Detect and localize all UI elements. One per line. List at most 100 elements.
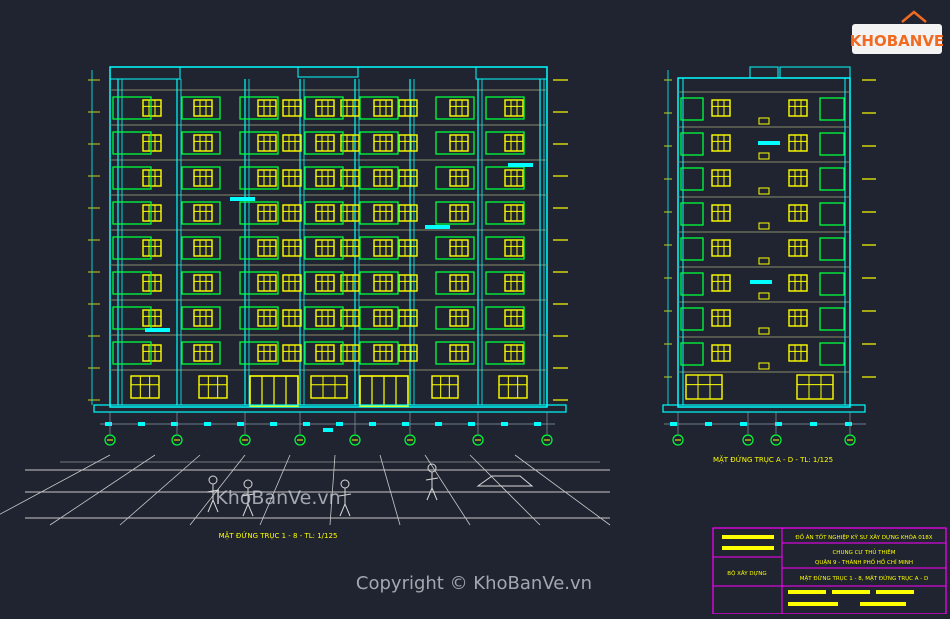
perspective-ray [259,454,291,526]
front-window [193,309,213,327]
front-window [504,309,524,327]
front-balcony [304,341,344,365]
front-balcony [304,166,344,190]
front-balcony [181,131,221,155]
side-plinth [662,404,866,413]
front-window [193,274,213,292]
front-window [257,169,277,187]
front-balcony [239,341,279,365]
front-balcony [435,96,475,120]
perspective-ray [424,454,471,526]
ground-window [498,375,528,399]
front-window [398,204,418,222]
side-vent [758,152,770,160]
front-window [315,169,335,187]
front-balcony [181,236,221,260]
front-balcony [359,96,399,120]
dimension-tick [171,422,178,426]
front-balcony [112,131,152,155]
front-window [282,239,302,257]
dimension-tick [138,422,145,426]
perspective-ray [0,454,111,515]
front-window [282,134,302,152]
side-balcony [819,272,845,296]
front-balcony [239,201,279,225]
front-balcony [181,341,221,365]
front-window [142,274,162,292]
front-balcony [239,236,279,260]
front-window [315,99,335,117]
side-ground-window [685,374,723,400]
person-figure [338,488,352,517]
side-vent [758,292,770,300]
side-window [788,204,808,222]
side-balcony [680,202,704,226]
side-ground-window [796,374,834,400]
side-vent [758,222,770,230]
dimension-tick [468,422,475,426]
front-balcony [239,131,279,155]
front-window [282,274,302,292]
dimension-tick [336,422,343,426]
front-window [504,344,524,362]
car-figure [476,475,534,487]
dimension-tick [810,422,817,426]
dimension-tick [775,422,782,426]
dimension-tick [845,422,852,426]
axis-bubble-C [770,434,782,446]
front-window [449,99,469,117]
front-balcony [485,341,525,365]
front-window [315,309,335,327]
front-balcony [435,306,475,330]
title-redacted-bar-5 [876,590,914,594]
side-elevation-caption: MẶT ĐỨNG TRỤC A - D - TL: 1/125 [713,455,833,464]
front-window [449,169,469,187]
front-roof-parapet-right [475,66,548,80]
side-windows [680,97,845,400]
axis-bubble-8 [541,434,553,446]
front-window [282,99,302,117]
front-balcony [181,96,221,120]
front-balcony [304,271,344,295]
front-window [373,169,393,187]
front-window [315,204,335,222]
front-window [340,99,360,117]
front-balcony [485,271,525,295]
side-balcony [680,132,704,156]
ground-window [310,375,348,399]
title-sheet: MẶT ĐỨNG TRỤC 1 - 8, MẶT ĐỨNG TRỤC A - D [800,575,929,582]
front-window [504,239,524,257]
front-window [315,274,335,292]
front-window [398,99,418,117]
front-elevation-caption: MẶT ĐỨNG TRỤC 1 - 8 - TL: 1/125 [219,531,338,540]
front-window [257,274,277,292]
side-vent [758,187,770,195]
side-balcony [819,97,845,121]
front-balcony [435,271,475,295]
side-window [788,99,808,117]
dimension-tick [105,422,112,426]
person-figure [206,484,220,513]
side-balcony [680,167,704,191]
front-window [398,169,418,187]
front-balcony [359,131,399,155]
title-redacted-bar-4 [832,590,870,594]
side-balcony [819,132,845,156]
axis-bubble-B [742,434,754,446]
front-balcony [239,96,279,120]
front-elevation: MẶT ĐỨNG TRỤC 1 - 8 - TL: 1/125 [88,66,568,540]
perspective-ray [469,454,541,526]
dimension-tick [204,422,211,426]
signage-bar [145,328,170,332]
front-balcony [359,306,399,330]
dimension-tick [740,422,747,426]
front-balcony [485,201,525,225]
side-balcony [680,342,704,366]
side-window [788,239,808,257]
front-window [282,344,302,362]
front-window [193,239,213,257]
front-window [193,204,213,222]
front-window [373,274,393,292]
watermark-mid: KhoBanVe.vn [215,487,340,509]
